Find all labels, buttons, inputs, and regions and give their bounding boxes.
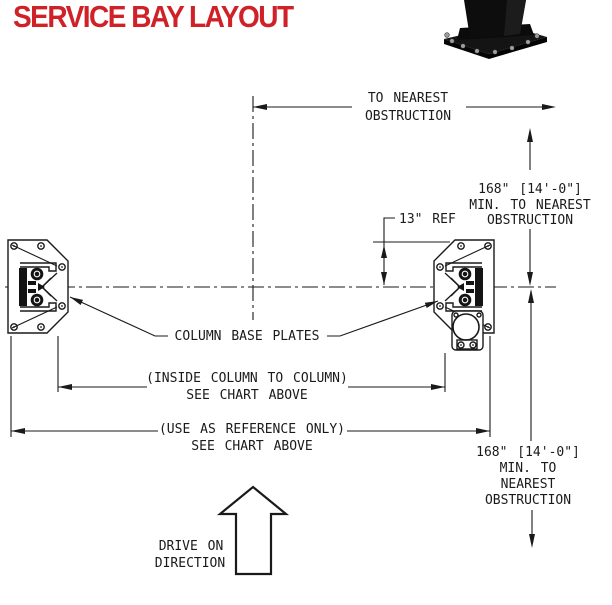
left-column-base-plate (7, 239, 69, 334)
arrow-right-icon (476, 428, 490, 434)
reference-dimension: (USE AS REFERENCE ONLY) SEE CHART ABOVE (10, 336, 491, 454)
right-lower-dimension-line4: OBSTRUCTION (485, 493, 571, 508)
right-upper-dimension-line2: MIN. TO NEAREST (469, 198, 591, 213)
arrow-left-icon (58, 384, 72, 390)
power-unit (451, 310, 484, 351)
arrow-down-icon (529, 534, 535, 548)
ref-13-dimension: 13" REF (373, 212, 456, 285)
arrow-down-icon (527, 272, 533, 286)
right-upper-obstruction-dimension: 168" [14'-0"] MIN. TO NEAREST OBSTRUCTIO… (469, 128, 591, 286)
drive-direction-line1: DRIVE ON (159, 539, 224, 554)
reference-dimension-line2: SEE CHART ABOVE (191, 439, 312, 454)
drive-on-direction: DRIVE ON DIRECTION (155, 485, 290, 576)
drive-direction-line2: DIRECTION (155, 556, 225, 571)
right-column-base-plate (433, 239, 495, 351)
column-base-plates-label: COLUMN BASE PLATES (175, 329, 320, 344)
arrow-right-icon (431, 384, 445, 390)
arrow-left-icon (253, 104, 267, 110)
drive-on-direction-arrow (216, 485, 290, 576)
top-dimension-label-line1: TO NEAREST (368, 91, 448, 106)
anchor-bolts (444, 32, 540, 55)
arrow-up-icon (527, 128, 533, 142)
arrow-down-icon (381, 272, 387, 285)
page-title: SERVICE BAY LAYOUT (13, 0, 294, 34)
leader-arrow-icon (424, 301, 438, 308)
right-lower-obstruction-dimension: 168" [14'-0"] MIN. TO NEAREST OBSTRUCTIO… (476, 289, 580, 548)
arrow-up-icon (381, 245, 387, 258)
arrow-left-icon (11, 428, 25, 434)
right-upper-dimension-line1: 168" [14'-0"] (478, 182, 582, 197)
right-upper-dimension-line3: OBSTRUCTION (487, 213, 573, 228)
inside-column-dimension: (INSIDE COLUMN TO COLUMN) SEE CHART ABOV… (57, 336, 446, 403)
reference-dimension-line1: (USE AS REFERENCE ONLY) (159, 422, 345, 437)
inside-dimension-line2: SEE CHART ABOVE (186, 388, 307, 403)
arrow-right-icon (542, 104, 556, 110)
inside-dimension-line1: (INSIDE COLUMN TO COLUMN) (146, 371, 348, 386)
column-base-plate-photo (444, 0, 547, 59)
leader-arrow-icon (70, 297, 83, 305)
ref-13-label: 13" REF (399, 212, 456, 227)
arrow-up-icon (528, 289, 534, 303)
top-dimension-label-line2: OBSTRUCTION (365, 109, 451, 124)
right-lower-dimension-line2: MIN. TO (500, 461, 557, 476)
top-obstruction-dimension: TO NEAREST OBSTRUCTION (253, 91, 556, 124)
right-lower-dimension-line1: 168" [14'-0"] (476, 445, 580, 460)
right-lower-dimension-line3: NEAREST (501, 477, 556, 492)
column-base-plates-callout: COLUMN BASE PLATES (69, 296, 439, 344)
